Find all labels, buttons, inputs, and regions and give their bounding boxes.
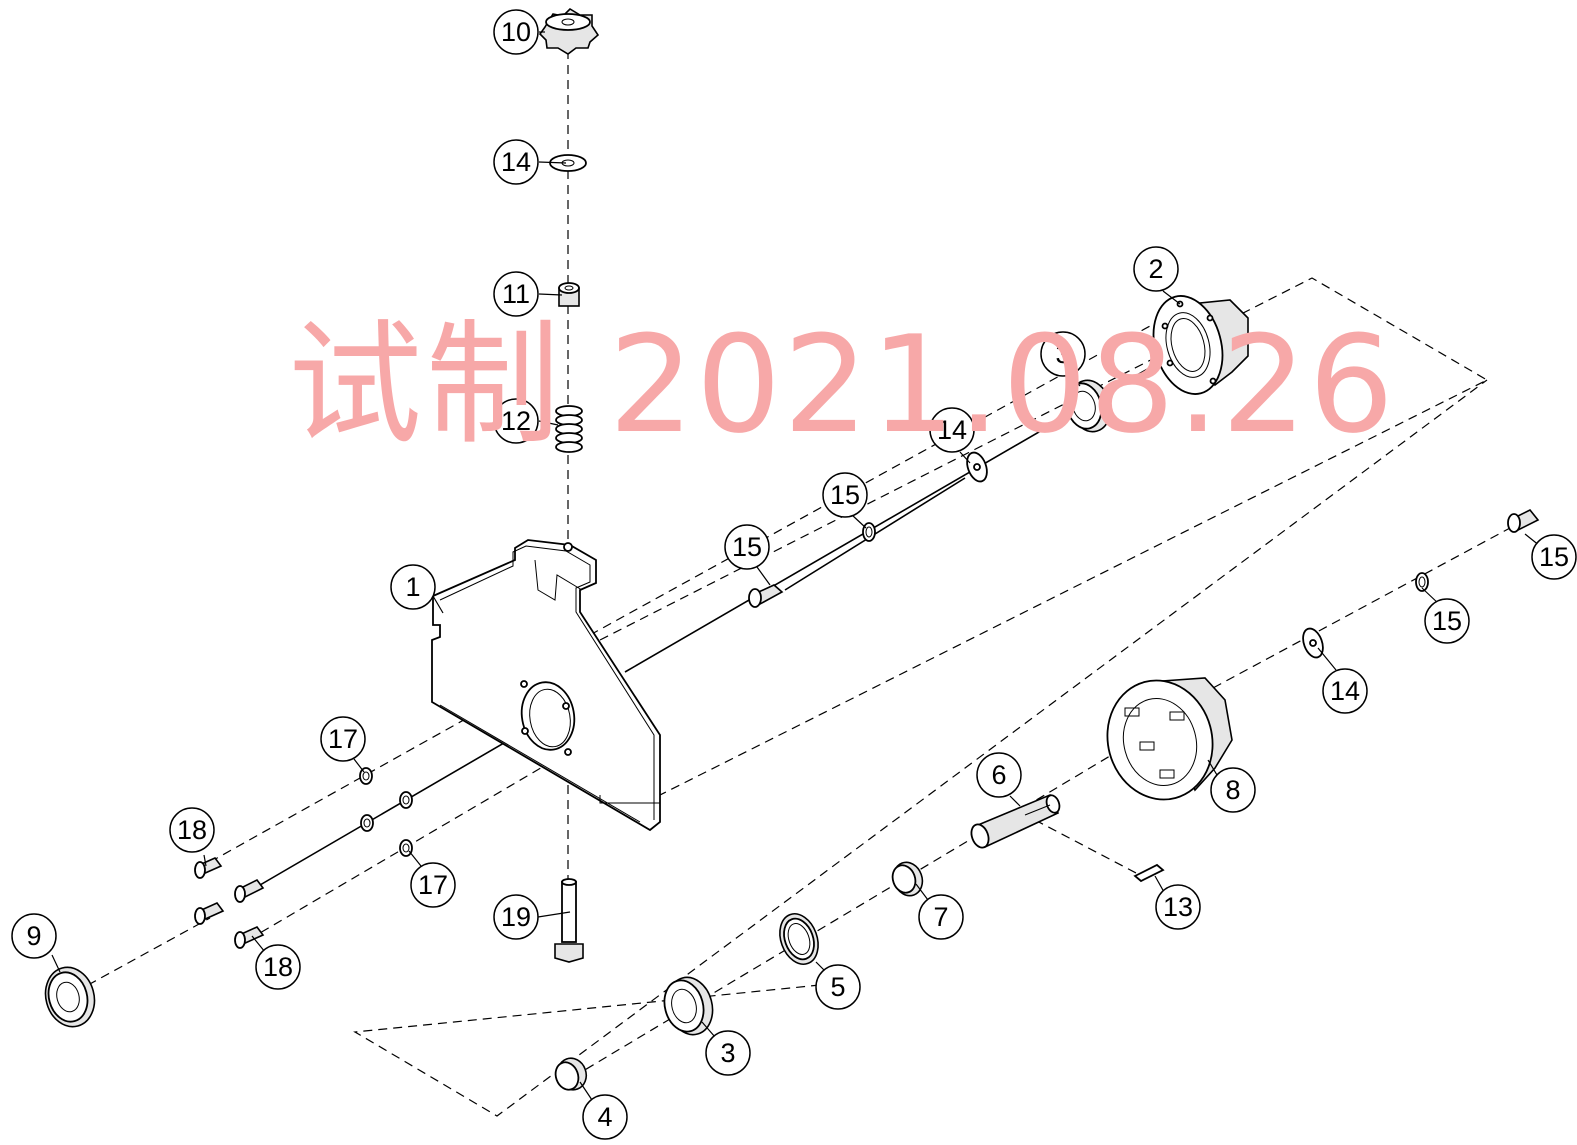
balloon-14-mid: 14 (929, 407, 975, 453)
washer-part-17-b (399, 791, 413, 809)
hub-part-8 (1106, 677, 1233, 801)
washer-part-17-d (399, 839, 413, 857)
washer-part-14-mid (966, 451, 988, 483)
washer-part-14-right (1302, 627, 1324, 659)
washer-part-17-c (360, 814, 374, 832)
lock-washer-part-15-a (862, 522, 876, 542)
bolt-part-18-b (234, 878, 265, 903)
svg-text:17: 17 (418, 870, 448, 900)
svg-text:14: 14 (1330, 676, 1360, 706)
balloon-13: 13 (1155, 884, 1201, 930)
balloon-14-right: 14 (1322, 668, 1368, 714)
balloon-17-a: 17 (320, 716, 366, 762)
balloon-15-b: 15 (724, 524, 770, 570)
svg-text:18: 18 (177, 815, 207, 845)
spacer-part-4 (554, 1057, 588, 1091)
svg-text:5: 5 (830, 972, 845, 1002)
balloons: 10 14 11 12 2 3 14 15 15 1 15 15 14 17 6… (11, 9, 1577, 1140)
bolt-part-19 (554, 878, 584, 963)
end-cap-part-9 (44, 966, 96, 1028)
balloon-1: 1 (390, 564, 436, 610)
svg-text:8: 8 (1225, 775, 1240, 805)
svg-text:14: 14 (501, 147, 531, 177)
balloon-14-top: 14 (493, 139, 539, 185)
balloon-7: 7 (918, 894, 964, 940)
flange-housing-part-2 (1152, 295, 1249, 395)
bolt-part-15-a (748, 584, 784, 608)
balloon-4: 4 (582, 1094, 628, 1140)
svg-text:15: 15 (1539, 542, 1569, 572)
bolt-part-18-d (234, 926, 265, 949)
washer-part-17-a (359, 767, 373, 785)
nut-part-11 (558, 282, 580, 307)
balloon-6: 6 (976, 752, 1022, 798)
bolt-part-18-c (194, 902, 225, 925)
svg-text:11: 11 (502, 279, 530, 309)
star-knob-part-10 (538, 7, 600, 55)
balloon-3-lower: 3 (705, 1030, 751, 1076)
seal-part-5 (779, 913, 819, 965)
svg-text:15: 15 (830, 480, 860, 510)
balloon-5: 5 (815, 964, 861, 1010)
balloon-11: 11 (493, 271, 539, 317)
svg-text:19: 19 (501, 902, 531, 932)
svg-text:3: 3 (1055, 339, 1070, 369)
balloon-leaders (51, 31, 1541, 1101)
shaft-part-6 (970, 793, 1061, 849)
ring-part-7 (891, 861, 924, 897)
svg-text:17: 17 (328, 724, 358, 754)
balloon-15-a: 15 (822, 472, 868, 518)
balloon-3-upper: 3 (1040, 331, 1086, 377)
key-part-13 (1133, 863, 1165, 883)
svg-text:4: 4 (597, 1102, 612, 1132)
svg-text:2: 2 (1148, 254, 1163, 284)
svg-text:1: 1 (405, 572, 420, 602)
svg-text:9: 9 (26, 921, 41, 951)
bearing-part-3-upper (1065, 379, 1112, 433)
bearing-part-3-lower (663, 976, 714, 1036)
bolt-part-15-b (1507, 508, 1540, 533)
svg-text:14: 14 (937, 415, 967, 445)
svg-text:18: 18 (263, 952, 293, 982)
svg-text:7: 7 (933, 902, 948, 932)
balloon-19: 19 (493, 894, 539, 940)
svg-text:15: 15 (732, 532, 762, 562)
balloon-12: 12 (493, 398, 539, 444)
balloon-9: 9 (11, 913, 57, 959)
svg-text:12: 12 (501, 406, 531, 436)
bolt-part-18-a (194, 857, 223, 879)
mounting-plate-part-1 (431, 539, 661, 832)
spring-part-12 (555, 405, 583, 453)
svg-text:13: 13 (1163, 892, 1193, 922)
balloon-8: 8 (1210, 767, 1256, 813)
svg-text:6: 6 (991, 760, 1006, 790)
svg-text:15: 15 (1432, 606, 1462, 636)
balloon-15-c: 15 (1531, 534, 1577, 580)
balloon-18-a: 18 (169, 807, 215, 853)
balloon-2: 2 (1133, 246, 1179, 292)
balloon-15-d: 15 (1424, 598, 1470, 644)
balloon-18-b: 18 (255, 944, 301, 990)
svg-text:3: 3 (720, 1038, 735, 1068)
balloon-17-b: 17 (410, 862, 456, 908)
lock-washer-part-15-b (1415, 572, 1429, 592)
svg-text:10: 10 (501, 17, 531, 47)
balloon-10: 10 (493, 9, 539, 55)
